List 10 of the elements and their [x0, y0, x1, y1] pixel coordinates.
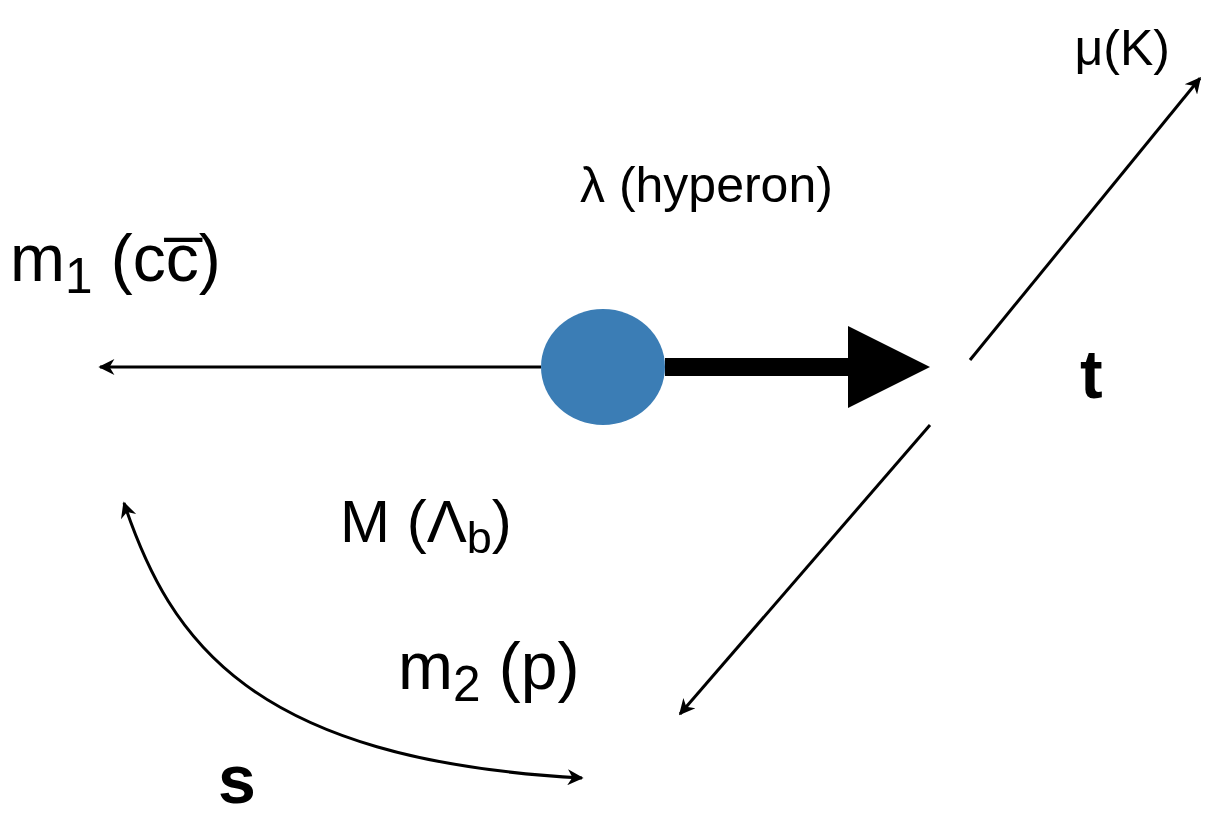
arrow: [968, 77, 1202, 361]
particle-label: μ(K): [1020, 12, 1200, 84]
arrow: [98, 359, 541, 375]
thick-arrow: [665, 326, 930, 408]
arrow: [678, 424, 932, 716]
text-label: λ (hyperon): [580, 160, 833, 210]
text-label: t: [1080, 340, 1103, 408]
particle-label: m$_{2}$ (p): [398, 618, 680, 714]
text-label: s: [218, 745, 256, 813]
text-label: M (Λ$_{b}$): [340, 492, 512, 552]
